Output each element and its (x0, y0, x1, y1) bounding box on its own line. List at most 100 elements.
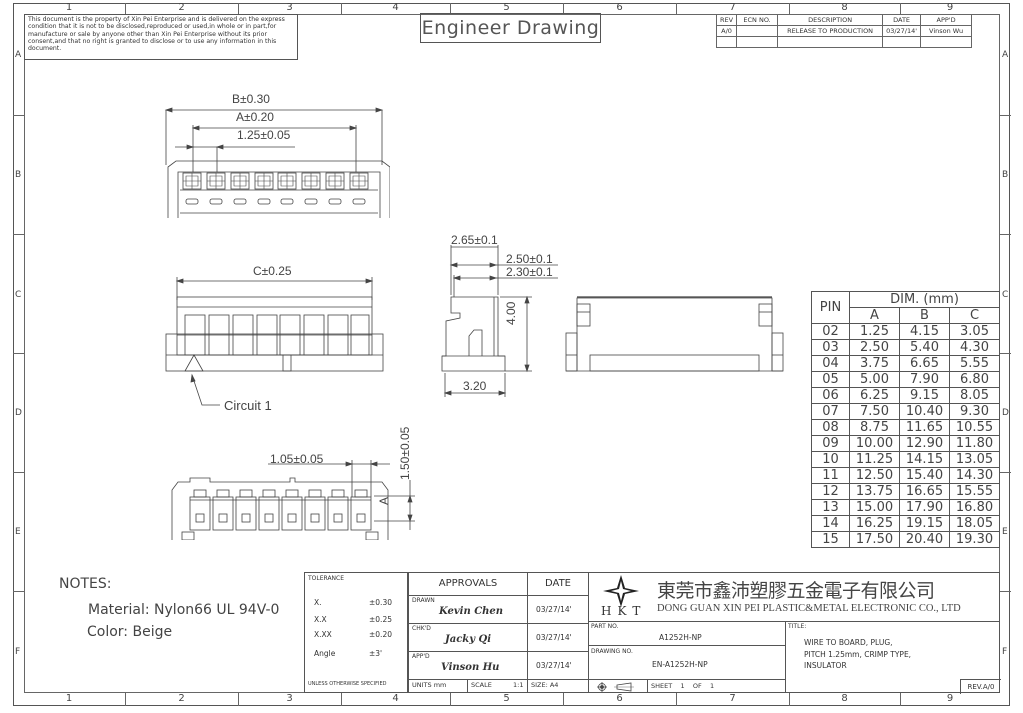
dim-a-label: A±0.20 (236, 110, 274, 124)
zone-row-b: B (15, 170, 22, 180)
part-no-block: PART NO. A1252H-NP (588, 621, 786, 646)
tolerance-block: TOLERANCE X. ±0.30 X.X ±0.25 X.XX ±0.20 … (304, 572, 408, 693)
zone-row-d-right: D (1002, 408, 1009, 418)
sheet-block: SHEET 1 OF 1 (588, 679, 786, 693)
approvals-block: APPROVALS DRAWN Kevin Chen CHK'D Jacky Q… (408, 572, 528, 693)
dim-c-label: C±0.25 (253, 264, 292, 278)
rev-box: REV.A/0 (960, 679, 1001, 694)
zone-col-8-bottom: 8 (841, 693, 848, 704)
notes-heading: NOTES: (59, 576, 112, 592)
tolerance-label: TOLERANCE (308, 575, 345, 582)
confidentiality-notice: This document is the property of Xin Pei… (24, 14, 298, 60)
tol-x-label: X. (314, 598, 322, 607)
zone-col-1-bottom: 1 (65, 693, 73, 704)
zone-row-f: F (15, 647, 21, 657)
zone-col-5: 5 (503, 2, 510, 13)
zone-col-6-bottom: 6 (616, 693, 623, 704)
company-name-cn: 東莞市鑫沛塑膠五金電子有限公司 (657, 580, 935, 602)
zone-col-1: 1 (65, 2, 73, 13)
ecn-header: ECN NO. (736, 14, 779, 26)
description-value: RELEASE TO PRODUCTION (777, 25, 884, 37)
dim-base-label: 3.20 (463, 379, 487, 393)
sheet-label: SHEET 1 OF 1 (651, 682, 715, 690)
pin-header: PIN (811, 291, 850, 324)
rev-header: REV (715, 14, 738, 26)
revision-table: REV ECN NO. DESCRIPTION DATE APP'D A/0 R… (715, 14, 973, 48)
zone-row-e: E (15, 527, 21, 537)
unless-specified-label: UNLESS OTHERWISE SPECIFIED (308, 681, 387, 687)
zone-col-9-bottom: 9 (946, 693, 954, 704)
part-no-label: PART NO. (591, 623, 619, 630)
zone-col-7-bottom: 7 (729, 693, 736, 704)
dim-pitch-label: 1.25±0.05 (237, 128, 291, 142)
zone-row-e-right: E (1002, 527, 1008, 537)
drawing-border-outer (13, 3, 1010, 706)
rev-value: A/0 (715, 25, 738, 37)
company-logo-icon (603, 575, 639, 607)
zone-col-4-bottom: 4 (392, 693, 399, 704)
drawn-date: 03/27/14' (536, 605, 572, 614)
notes-material: Material: Nylon66 UL 94V-0 (88, 602, 280, 618)
zone-col-6: 6 (616, 2, 623, 13)
description-header: DESCRIPTION (777, 14, 884, 26)
dim-width-label: 1.05±0.05 (270, 452, 324, 466)
ecn-value (736, 25, 779, 37)
zone-col-3: 3 (286, 2, 293, 13)
zone-col-7: 7 (729, 2, 736, 13)
company-name-en: DONG GUAN XIN PEI PLASTIC&METAL ELECTRON… (657, 603, 961, 614)
tol-xxx-label: X.XX (314, 630, 332, 639)
tol-angle-label: Angle (314, 649, 336, 658)
projection-symbol-icon (597, 682, 634, 692)
checked-date: 03/27/14' (536, 633, 572, 642)
tol-xxx-value: ±0.20 (369, 630, 392, 639)
company-logo-text: HKT (601, 604, 647, 618)
title-block: TITLE: WIRE TO BOARD, PLUG, PITCH 1.25mm… (785, 621, 1001, 694)
zone-row-a: A (15, 50, 22, 60)
zone-row-b-right: B (1002, 170, 1009, 180)
drawing-title: Engineer Drawing (420, 13, 601, 43)
zone-col-2-bottom: 2 (178, 693, 185, 704)
appd-value: Vinson Wu (920, 25, 973, 37)
zone-row-f-right: F (1002, 647, 1008, 657)
scale-value: 1:1 (513, 681, 524, 689)
date-header: DATE (882, 14, 922, 26)
col-b-header: B (899, 307, 950, 324)
units-label: UNITS mm (412, 681, 447, 689)
approvals-header: APPROVALS (409, 573, 527, 596)
approved-date: 03/27/14' (536, 661, 572, 670)
appd-header: APP'D (920, 14, 973, 26)
marker-a-label: A (377, 496, 391, 505)
col-a-header: A (849, 307, 900, 324)
size-label: SIZE: A4 (531, 681, 559, 689)
zone-row-c: C (15, 290, 22, 300)
zone-row-d: D (15, 408, 22, 418)
tol-xx-label: X.X (314, 615, 327, 624)
date-column-header: DATE (528, 573, 588, 596)
scale-label: SCALE (471, 681, 492, 689)
title-line-2: PITCH 1.25mm, CRIMP TYPE, (804, 650, 912, 659)
zone-row-c-right: C (1002, 290, 1009, 300)
drawn-label: DRAWN (412, 597, 435, 604)
circuit-1-label: Circuit 1 (224, 398, 272, 413)
part-no-value: A1252H-NP (659, 633, 702, 642)
company-block: HKT 東莞市鑫沛塑膠五金電子有限公司 DONG GUAN XIN PEI PL… (588, 572, 1000, 622)
drawing-no-label: DRAWING NO. (591, 648, 633, 655)
dim-b-label: B±0.30 (232, 92, 270, 106)
approved-label: APP'D (412, 653, 430, 660)
checked-signature: Jacky Qi (445, 634, 492, 645)
notes-color: Color: Beige (87, 624, 173, 640)
zone-row-a-right: A (1002, 50, 1009, 60)
title-line-1: WIRE TO BOARD, PLUG, (804, 638, 893, 647)
zone-col-2: 2 (178, 2, 185, 13)
